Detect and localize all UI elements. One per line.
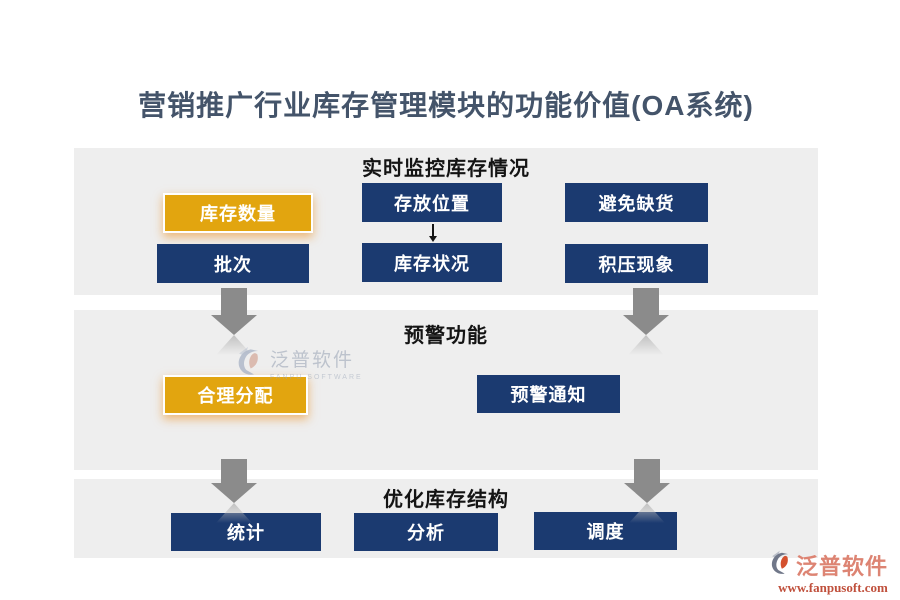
down-arrow-stem [634, 459, 660, 483]
page-title: 营销推广行业库存管理模块的功能价值(OA系统) [138, 90, 754, 121]
down-arrow-head [211, 315, 257, 335]
node-batch: 批次 [157, 244, 309, 283]
down-arrow-head [623, 315, 669, 335]
footer-logo: 泛普软件 www.fanpusoft.com [768, 549, 898, 596]
node-rational-allocation: 合理分配 [163, 375, 308, 415]
down-arrow-icon [623, 288, 669, 355]
down-arrow-reflection [629, 503, 665, 523]
watermark-text: 泛普软件 FANPU SOFTWARE [270, 345, 363, 381]
footer-logo-brand: 泛普软件 [796, 554, 889, 579]
down-arrow-stem [633, 288, 659, 315]
watermark-brand: 泛普软件 [270, 350, 355, 371]
down-arrow-icon [211, 459, 257, 523]
node-analysis: 分析 [354, 513, 498, 551]
section-heading-optimize-structure: 优化库存结构 [383, 489, 509, 511]
down-arrow-reflection [216, 503, 252, 523]
connector-arrow-line [431, 224, 434, 236]
down-arrow-head [211, 483, 257, 503]
watermark-brand-sub: FANPU SOFTWARE [270, 374, 363, 381]
down-arrow-head [624, 483, 670, 503]
node-overstock: 积压现象 [565, 244, 708, 283]
footer-logo-url: www.fanpusoft.com [778, 580, 888, 595]
connector-arrow-tip [428, 236, 437, 242]
section-heading-warning-function: 预警功能 [404, 325, 488, 347]
section-heading-realtime-monitoring: 实时监控库存情况 [362, 158, 530, 180]
node-storage-location: 存放位置 [362, 183, 502, 222]
down-arrow-icon [211, 288, 257, 355]
down-arrow-icon [624, 459, 670, 523]
node-inventory-status: 库存状况 [362, 243, 502, 282]
node-warning-notice: 预警通知 [477, 375, 620, 413]
node-inventory-quantity: 库存数量 [163, 193, 313, 233]
fanpu-logo-icon [768, 549, 793, 581]
node-avoid-shortage: 避免缺货 [565, 183, 708, 222]
fanpu-logo-icon [234, 345, 264, 382]
down-arrow-stem [221, 288, 247, 315]
watermark: 泛普软件 FANPU SOFTWARE [234, 345, 363, 382]
connector-arrow-icon [428, 224, 437, 242]
down-arrow-stem [221, 459, 247, 483]
footer-logo-row: 泛普软件 [768, 549, 898, 581]
down-arrow-reflection [628, 335, 664, 355]
